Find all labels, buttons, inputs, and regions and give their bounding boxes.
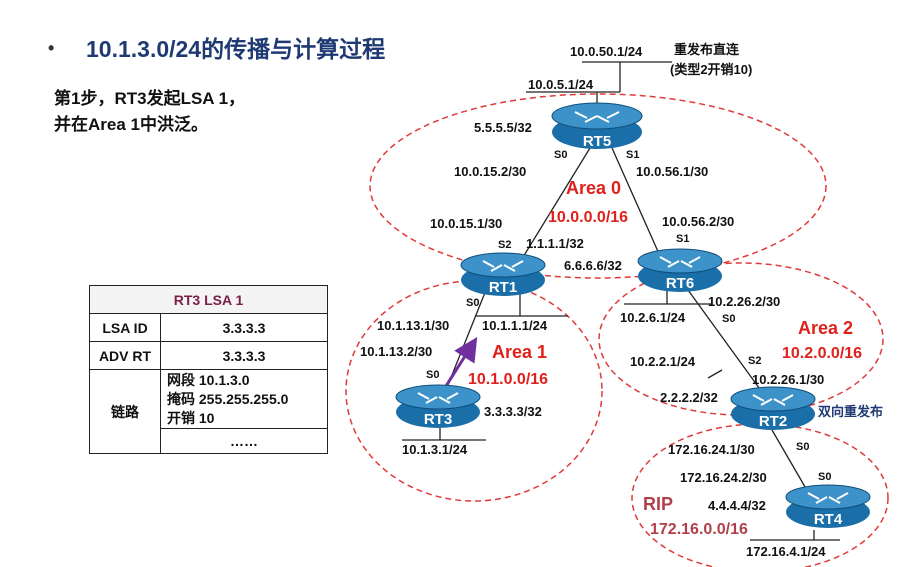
- rt5-router-id: 5.5.5.5/32: [474, 120, 532, 135]
- links-key: 链路: [89, 369, 161, 454]
- area0-name: Area 0: [566, 178, 621, 198]
- rt1-router: RT1: [460, 252, 546, 296]
- rt1-s0-label: S0: [466, 297, 479, 309]
- rip-network: 172.16.0.0/16: [650, 521, 748, 538]
- rt1-label: RT1: [489, 279, 517, 296]
- rt3-router: RT3: [395, 384, 481, 428]
- rt1-rt3-link-label: 10.1.13.1/30: [377, 318, 449, 333]
- rt3-rt1-link-label: 10.1.13.2/30: [360, 344, 432, 359]
- rt5-s1-label: S1: [626, 149, 639, 161]
- rt5-rt1-link-label: 10.0.15.2/30: [454, 164, 526, 179]
- rt6-s1-label: S1: [676, 233, 689, 245]
- rt1-stub-label: 10.1.1.1/24: [482, 318, 548, 333]
- rt5-s0-label: S0: [554, 149, 567, 161]
- links-more: ……: [160, 428, 328, 454]
- rt5-label: RT5: [583, 133, 611, 150]
- lsa-table-header: RT3 LSA 1: [89, 285, 328, 314]
- bullet-mark: •: [48, 38, 55, 58]
- rt4-router-id: 4.4.4.4/32: [708, 498, 766, 513]
- link-cost: 开销 10: [167, 409, 215, 426]
- rt5-stub-label: 10.0.5.1/24: [528, 77, 594, 92]
- rt6-label: RT6: [666, 275, 694, 292]
- step-text-line2: 并在Area 1中洪泛。: [54, 115, 208, 134]
- page-title: 10.1.3.0/24的传播与计算过程: [86, 36, 386, 62]
- rt2-router: RT2: [730, 386, 816, 430]
- area0-boundary: [369, 93, 827, 279]
- area1-name: Area 1: [492, 342, 547, 362]
- rt6-router-id: 6.6.6.6/32: [564, 258, 622, 273]
- rt3-label: RT3: [424, 411, 452, 428]
- redistribute-label-2: (类型2开销10): [670, 62, 752, 77]
- rt5-rt6-link-label: 10.0.56.1/30: [636, 164, 708, 179]
- rt2-stub-network: [707, 369, 723, 379]
- rt4-label: RT4: [814, 511, 843, 528]
- rt1-router-id: 1.1.1.1/32: [526, 236, 584, 251]
- rt6-stub-label: 10.2.6.1/24: [620, 310, 686, 325]
- rt4-rt2-link-label: 172.16.24.2/30: [680, 470, 767, 485]
- rt5-top-net-label: 10.0.50.1/24: [570, 44, 643, 59]
- rt2-stub-label: 10.2.2.1/24: [630, 354, 696, 369]
- rt3-router-id: 3.3.3.3/32: [484, 404, 542, 419]
- redistribute-label-1: 重发布直连: [674, 42, 740, 57]
- rt2-s2-label: S2: [748, 355, 761, 367]
- top-bar: [0, 0, 911, 8]
- link-rt6-rt2: [687, 289, 763, 393]
- rt2-router-id: 2.2.2.2/32: [660, 390, 718, 405]
- area2-name: Area 2: [798, 318, 853, 338]
- link-network: 网段 10.1.3.0: [167, 371, 250, 388]
- flood-arrow: [444, 336, 478, 387]
- link-rt2-rt4: [771, 429, 809, 493]
- rt4-router: RT4: [785, 484, 871, 528]
- rt3-stub-label: 10.1.3.1/24: [402, 442, 468, 457]
- lsa-table: RT3 LSA 1 LSA ID 3.3.3.3 ADV RT 3.3.3.3 …: [89, 285, 328, 454]
- link-rt5-rt1: [519, 147, 591, 263]
- bidirectional-redistribute-label: 双向重发布: [818, 404, 883, 419]
- rt2-rt6-link-label: 10.2.26.1/30: [752, 372, 824, 387]
- rt2-rt4-link-label: 172.16.24.1/30: [668, 442, 755, 457]
- rt6-s0-label: S0: [722, 313, 735, 325]
- adv-rt-value: 3.3.3.3: [160, 341, 328, 370]
- rt4-stub-label: 172.16.4.1/24: [746, 544, 826, 559]
- rip-name: RIP: [643, 494, 673, 514]
- rt5-router: RT5: [551, 102, 643, 150]
- rt6-router: RT6: [637, 248, 723, 292]
- rt2-s0-label: S0: [796, 441, 809, 453]
- link-rt5-rt6: [611, 147, 661, 257]
- area0-network: 10.0.0.0/16: [548, 209, 628, 226]
- rt3-s0-label: S0: [426, 369, 439, 381]
- rt6-rt2-link-label: 10.2.26.2/30: [708, 294, 780, 309]
- rt1-rt5-link-label: 10.0.15.1/30: [430, 216, 502, 231]
- area2-network: 10.2.0.0/16: [782, 345, 862, 362]
- rt2-label: RT2: [759, 413, 787, 430]
- link-mask: 掩码 255.255.255.0: [167, 390, 289, 407]
- step-text-line1: 第1步，RT3发起LSA 1，: [54, 89, 246, 108]
- rt1-s2-label: S2: [498, 239, 511, 251]
- rt4-s0-label: S0: [818, 471, 831, 483]
- area1-network: 10.1.0.0/16: [468, 371, 548, 388]
- rt6-rt5-link-label: 10.0.56.2/30: [662, 214, 734, 229]
